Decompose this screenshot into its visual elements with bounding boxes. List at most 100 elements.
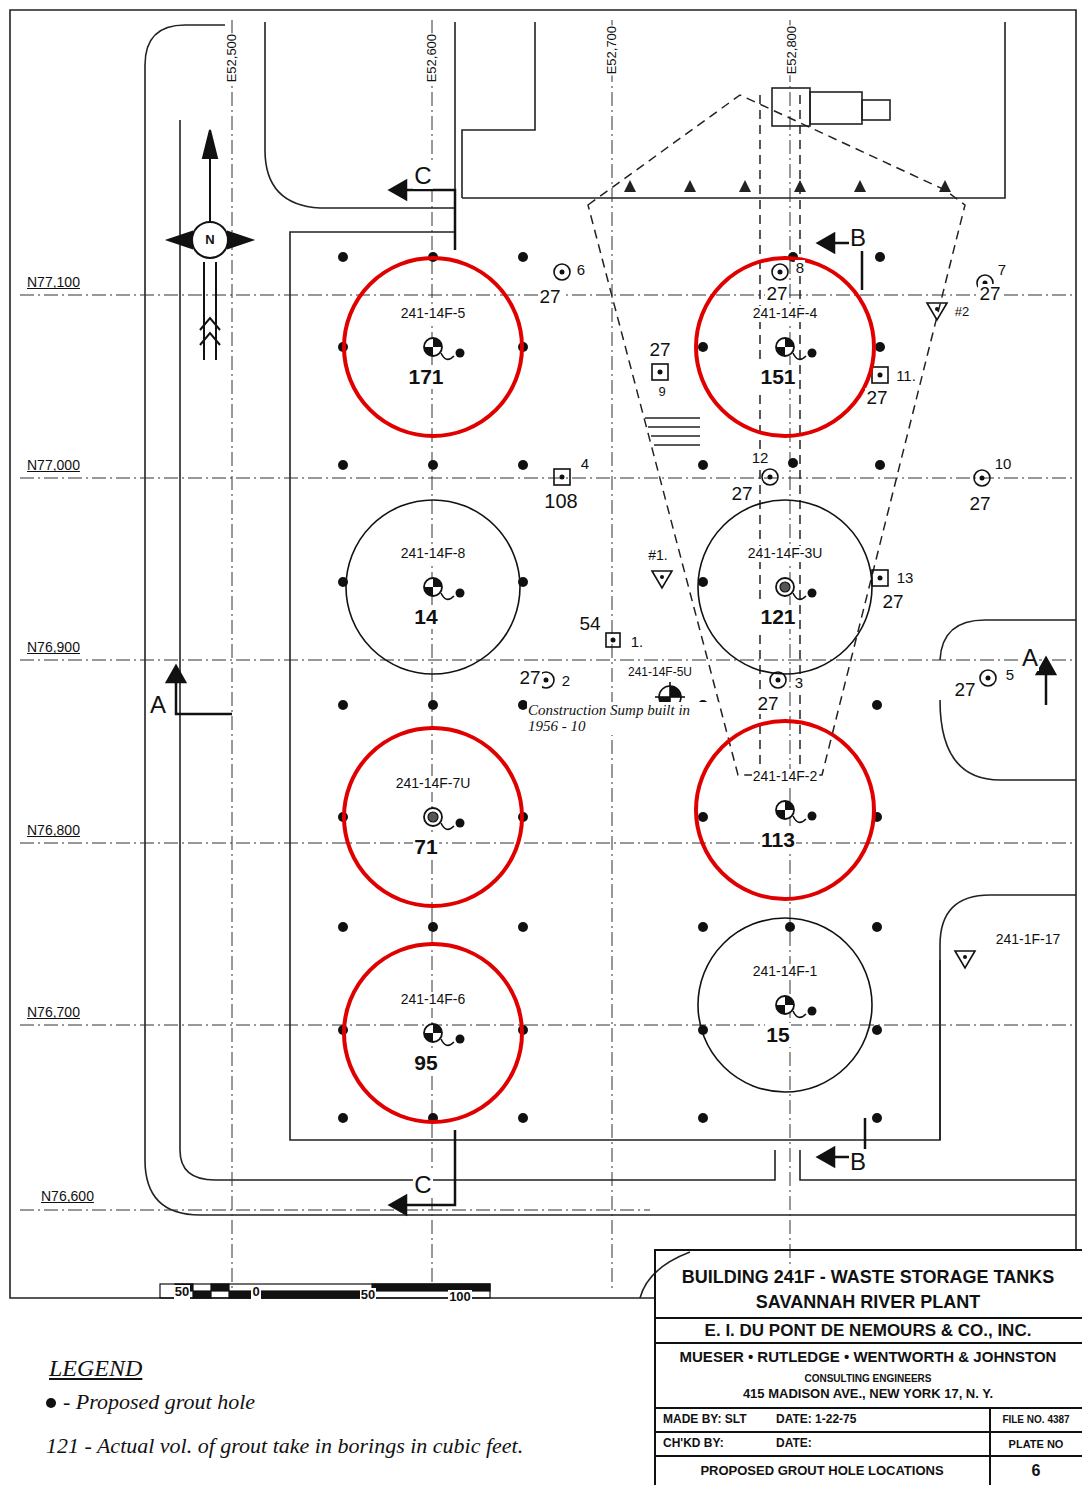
boring-quadrant [433,1024,442,1033]
boring-quadrant [424,587,433,596]
drawing-label: 12 [751,450,770,467]
grout-volume: 113 [760,828,796,851]
grout-volume: 71 [413,835,438,858]
leader-line [441,1039,454,1045]
drawing-label: #1. [647,548,668,563]
tank-circle: 241-14F-115 [690,910,880,1100]
tank-circle: 241-14F-4 151 [690,252,880,442]
grout-hole [808,812,817,821]
tank-ring [346,500,520,674]
boring-symbol [776,338,794,356]
tank-circle: 241-14F-814 [338,492,528,682]
leader-line [441,593,454,599]
drawing-label: 27 [953,680,976,701]
legend-text: 121 - Actual vol. of grout take in borin… [45,1434,577,1458]
drawing-label: 4 [580,456,590,473]
drawing-label: 241-1F-17 [995,932,1062,947]
boring-symbol-inner [780,582,790,592]
tank-outline [338,252,528,442]
drawing-label: 27 [648,340,671,361]
legend-text: - Proposed grout hole [62,1390,256,1414]
drawing-label: N [204,233,215,247]
tank-circle: 241-14F-7U 71 [338,722,528,912]
grout-volume: 95 [413,1051,438,1074]
grid-coordinate: E52,800 [785,25,799,75]
drawing-label: 108 [543,490,578,512]
tank-outline [338,492,528,682]
grout-hole [808,589,817,598]
tank-ring [344,728,522,906]
tank-name: 241-14F-5 [400,306,467,321]
drawing-label: MUESER • RUTLEDGE • WENTWORTH & JOHNSTON [679,1349,1058,1366]
drawing-label: MADE BY: SLT [662,1413,748,1426]
drawing-label: 27 [865,388,888,409]
grout-hole [808,349,817,358]
boring-quadrant [785,996,794,1005]
drawing-label: 1. [630,634,645,651]
boring-quadrant [433,578,442,587]
drawing-label: N76,900 [26,640,81,655]
drawing-label: N76,700 [26,1005,81,1020]
tank-circle: 241-14F-2113 [690,715,880,905]
tank-outline [690,910,880,1100]
grout-hole-sample [46,1398,56,1408]
drawing-label: BUILDING 241F - WASTE STORAGE TANKS [681,1268,1055,1288]
grid-coordinate: E52,500 [225,33,239,83]
grout-hole [456,1035,465,1044]
drawing-label: 27 [765,284,788,305]
drawing-label: 415 MADISON AVE., NEW YORK 17, N. Y. [742,1387,994,1401]
drawing-label: C [413,163,432,189]
grout-hole [456,349,465,358]
tank-name: 241-14F-7U [395,776,472,791]
drawing-label: 13 [896,570,915,587]
grout-volume: 121 [759,605,796,628]
drawing-label: 100 [448,1290,472,1304]
boring-symbol [776,578,794,596]
tank-outline [338,722,528,912]
drawing-label: FILE NO. 4387 [995,1414,1077,1425]
drawing-label: 7 [997,262,1007,279]
drawing-label: 50 [174,1285,190,1299]
drawing-label: 27 [756,694,779,715]
grout-volume: 15 [765,1023,790,1046]
boring-quadrant [424,1033,433,1042]
boring-symbol [424,1024,442,1042]
drawing-label: 27 [538,287,561,308]
tank-outline [338,938,528,1128]
drawing-label: 6 [576,262,586,279]
grout-volume: 171 [407,365,444,388]
tank-outline [690,252,880,442]
drawing-label: SAVANNAH RIVER PLANT [755,1293,981,1313]
drawing-label: PROPOSED GROUT HOLE LOCATIONS [699,1464,944,1478]
drawing-label: DATE: 1-22-75 [775,1413,857,1426]
boring-symbol [424,808,442,826]
tank-name: 241-14F-4 [752,306,819,321]
tank-outline [690,492,880,682]
tank-ring [696,258,874,436]
drawing-label: 6 [1031,1462,1042,1480]
boring-quadrant [433,338,442,347]
boring-symbol [776,996,794,1014]
drawing-label: 27 [881,592,904,613]
leader-line [793,353,806,359]
tank-ring [698,918,872,1092]
tank-circle: 241-14F-6 95 [338,938,528,1128]
tank-circle: 241-14F-3U121 [690,492,880,682]
drawing-label: DATE: [775,1437,813,1450]
grout-hole [456,589,465,598]
boring-quadrant [776,347,785,356]
boring-symbol [424,578,442,596]
tank-name: 241-14F-6 [400,992,467,1007]
drawing-label: 2 [561,673,571,690]
legend-dot [44,1396,58,1410]
drawing-label: 8 [795,260,805,277]
drawing-label: Construction Sump built in 1956 - 10 [527,702,719,735]
drawing-label: PLATE NO [1008,1438,1065,1450]
drawing-label: N77,100 [26,275,81,290]
tank-ring [698,500,872,674]
boring-quadrant [424,347,433,356]
grout-volume: 151 [759,365,796,388]
grout-hole [808,1007,817,1016]
drawing-label: N76,600 [40,1189,95,1204]
